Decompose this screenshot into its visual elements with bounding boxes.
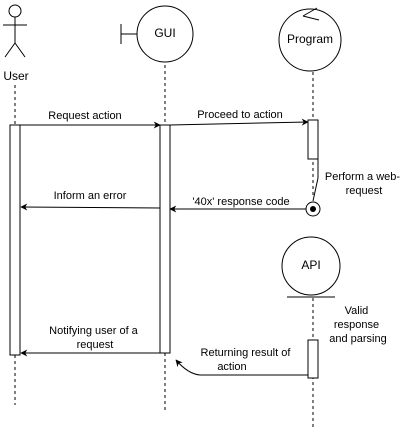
gui-activation-bar <box>159 124 171 354</box>
response-code-label: '40x' response code <box>192 196 289 208</box>
program-control-icon <box>278 7 342 72</box>
api-label: API <box>301 258 320 272</box>
user-label: User <box>3 69 28 83</box>
program-label: Program <box>287 32 333 46</box>
program-activation-bar <box>307 119 319 160</box>
perform-request-arrow <box>312 159 319 202</box>
api-entity-icon <box>281 236 341 298</box>
api-activation-bar <box>307 339 319 379</box>
user-activation-bar <box>9 124 21 356</box>
request-action-label: Request action <box>48 110 121 122</box>
inform-error-label: Inform an error <box>54 190 127 202</box>
message-endpoint-dot-icon <box>310 206 316 212</box>
perform-request-label: Perform a web- request <box>325 171 403 197</box>
gui-label: GUI <box>154 26 175 40</box>
valid-response-label: Valid response and parsing <box>329 305 387 345</box>
returning-result-label: Returning result of action <box>201 347 294 373</box>
gui-boundary-icon <box>120 5 194 63</box>
notifying-user-label: Notifying user of a request <box>49 325 141 351</box>
proceed-to-action-label: Proceed to action <box>197 109 283 121</box>
proceed-to-action-arrow <box>169 118 309 126</box>
returning-result-arrow <box>175 359 308 376</box>
user-actor-icon <box>3 4 27 58</box>
inform-error-arrow <box>20 203 161 211</box>
